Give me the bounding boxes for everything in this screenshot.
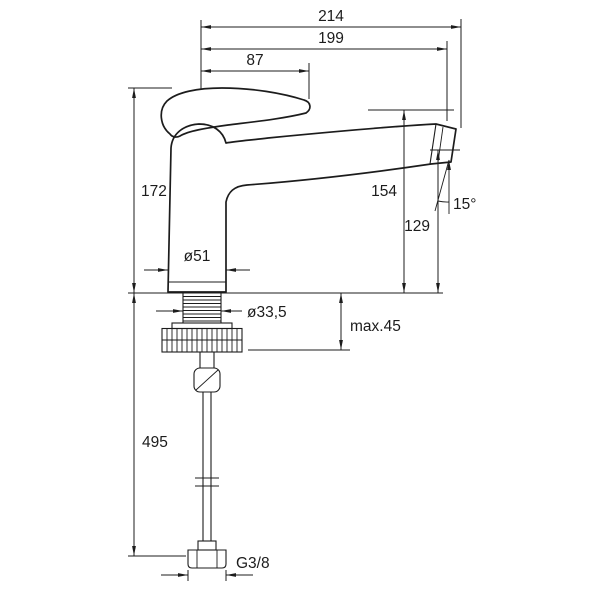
angle-spray-line (434, 159, 450, 212)
dim-label-214: 214 (318, 8, 344, 25)
connector-nut (187, 549, 227, 569)
dim-label-199: 199 (318, 30, 344, 47)
dim-label-max45: max.45 (350, 318, 401, 335)
body-and-spout (167, 123, 457, 293)
angle-arc (437, 200, 450, 203)
dim-label-154: 154 (371, 183, 397, 200)
dim-label-o51: ø51 (184, 248, 211, 265)
dim-label-o33-5: ø33,5 (247, 304, 287, 321)
dim-total-height-172: 172 (128, 87, 172, 293)
aerator-inner-line (437, 126, 444, 163)
spray-angle-annotation: 15° (434, 159, 476, 214)
dim-body-diameter-51: ø51 (144, 248, 250, 272)
dim-connection-thread: G3/8 (161, 555, 270, 581)
dim-label-172: 172 (141, 183, 167, 200)
dim-label-495: 495 (142, 434, 168, 451)
shank-thread-lines (183, 296, 221, 322)
dim-label-129: 129 (404, 218, 430, 235)
lever-handle (160, 87, 311, 138)
angle-label-15: 15° (453, 196, 476, 213)
dim-hose-length-495: 495 (128, 293, 186, 557)
aerator-joint-line (429, 123, 437, 165)
mounting-hardware (161, 293, 243, 569)
dim-label-g38: G3/8 (236, 555, 270, 572)
washer (171, 322, 233, 330)
dim-spout-top-height-154: 154 (368, 109, 454, 293)
dim-outlet-height-129: 129 (404, 149, 460, 293)
dim-overall-length-214: 214 (200, 8, 462, 128)
dim-lever-length-87: 87 (201, 52, 310, 99)
hose-coupling (193, 367, 221, 393)
hose-coupling-diagonal (195, 369, 219, 391)
mounting-nut-serrations (166, 328, 238, 352)
dim-max-deck-thickness-45: max.45 (248, 293, 401, 351)
faucet-outline (160, 87, 457, 293)
dim-shank-diameter-33-5: ø33,5 (156, 304, 287, 321)
connector-collar (197, 540, 217, 551)
dim-label-87: 87 (246, 52, 263, 69)
dim-spout-reach-199: 199 (201, 30, 448, 121)
